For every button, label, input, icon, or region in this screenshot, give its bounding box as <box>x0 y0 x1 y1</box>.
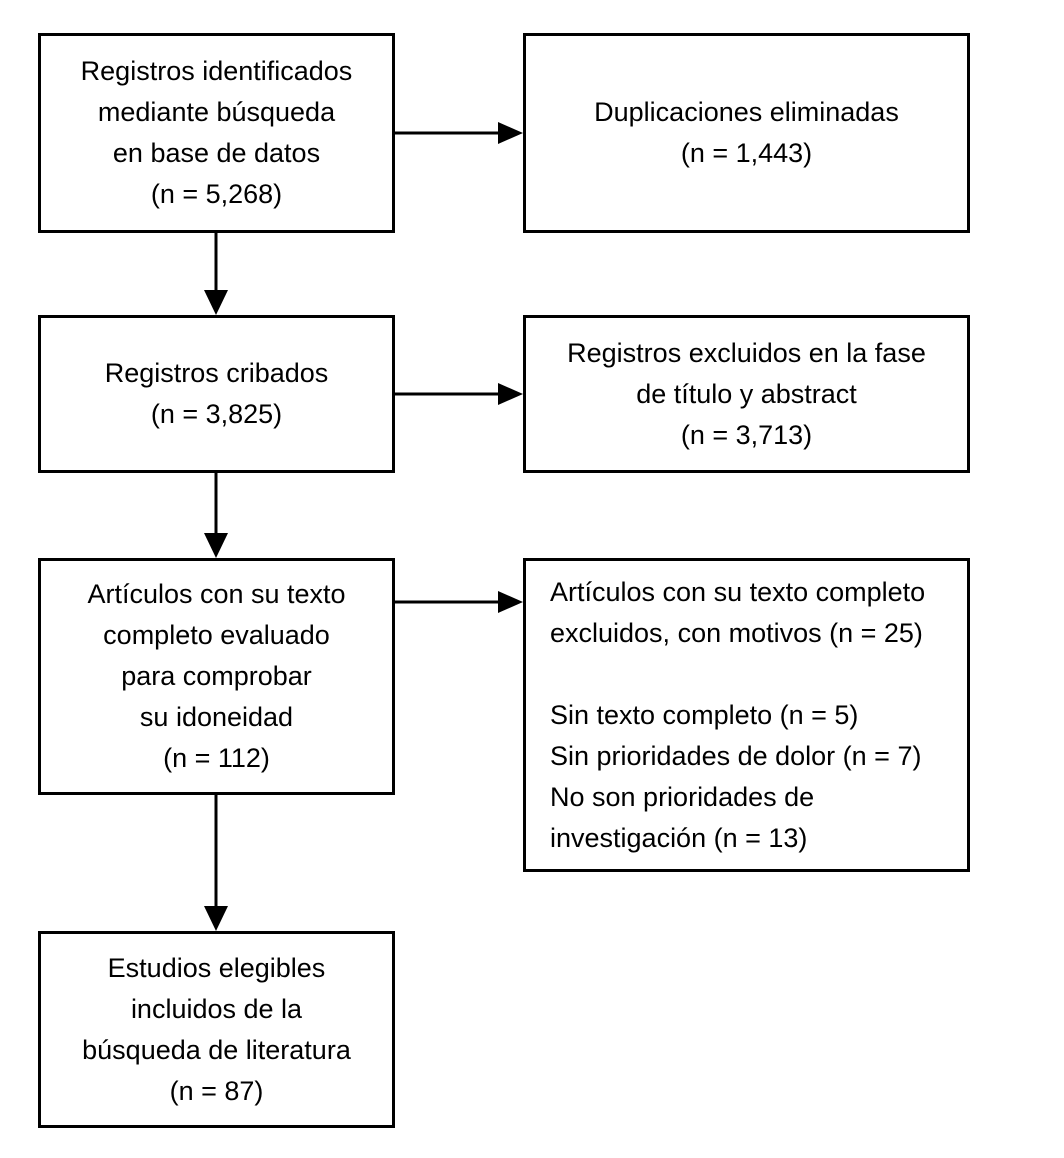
box-reason-line: investigación (n = 13) <box>550 822 808 853</box>
box-count-line: (n = 1,443) <box>680 138 813 168</box>
box-count-line: (n = 3,825) <box>150 399 283 429</box>
box-blank-line <box>550 654 961 695</box>
box-text-line: excluidos, con motivos (n = 25) <box>550 617 923 648</box>
arrow-identified-to-duplicates <box>395 122 523 144</box>
box-text-line: Estudios elegibles <box>107 952 326 983</box>
box-text-line: Registros cribados <box>104 358 329 388</box>
box-text-line: para comprobar <box>121 661 312 691</box>
arrow-fulltext-to-included <box>204 795 228 931</box>
box-count-line: (n = 87) <box>169 1075 264 1106</box>
box-text-line: mediante búsqueda <box>97 97 336 127</box>
box-fulltext-excluded-with-reasons: Artículos con su texto completo excluido… <box>523 558 970 872</box>
box-records-screened: Registros cribados (n = 3,825) <box>38 315 395 473</box>
box-text-line: en base de datos <box>112 138 321 168</box>
box-count-line: (n = 5,268) <box>150 179 283 209</box>
box-text-line: completo evaluado <box>103 620 330 650</box>
box-text-line: Duplicaciones eliminadas <box>594 97 899 127</box>
box-studies-included: Estudios elegibles incluidos de la búsqu… <box>38 931 395 1128</box>
box-count-line: (n = 3,713) <box>680 419 813 450</box>
box-text-line: búsqueda de literatura <box>82 1034 351 1065</box>
box-text-line: Registros identificados <box>80 56 353 86</box>
box-reason-line: No son prioridades de <box>550 781 815 812</box>
arrow-fulltext-to-fulltext-excluded <box>395 591 523 613</box>
arrow-identified-to-screened <box>204 233 228 315</box>
box-text-line: de título y abstract <box>636 378 857 409</box>
box-reason-line: Sin texto completo (n = 5) <box>550 699 859 730</box>
box-text-line: Artículos con su texto <box>87 579 346 609</box>
box-text-line: su idoneidad <box>139 702 294 732</box>
box-count-line: (n = 112) <box>163 743 270 773</box>
box-records-identified: Registros identificados mediante búsqued… <box>38 33 395 233</box>
box-text-line: incluidos de la <box>130 993 303 1024</box>
box-reason-line: Sin prioridades de dolor (n = 7) <box>550 740 922 771</box>
arrow-screened-to-excluded-title-abstract <box>395 383 523 405</box>
box-text-line: Registros excluidos en la fase <box>567 337 926 368</box>
arrow-screened-to-fulltext <box>204 473 228 558</box>
box-duplicates-removed: Duplicaciones eliminadas (n = 1,443) <box>523 33 970 233</box>
box-records-excluded-title-abstract: Registros excluidos en la fase de título… <box>523 315 970 473</box>
box-fulltext-assessed: Artículos con su texto completo evaluado… <box>38 558 395 795</box>
box-text-line: Artículos con su texto completo <box>550 576 926 607</box>
